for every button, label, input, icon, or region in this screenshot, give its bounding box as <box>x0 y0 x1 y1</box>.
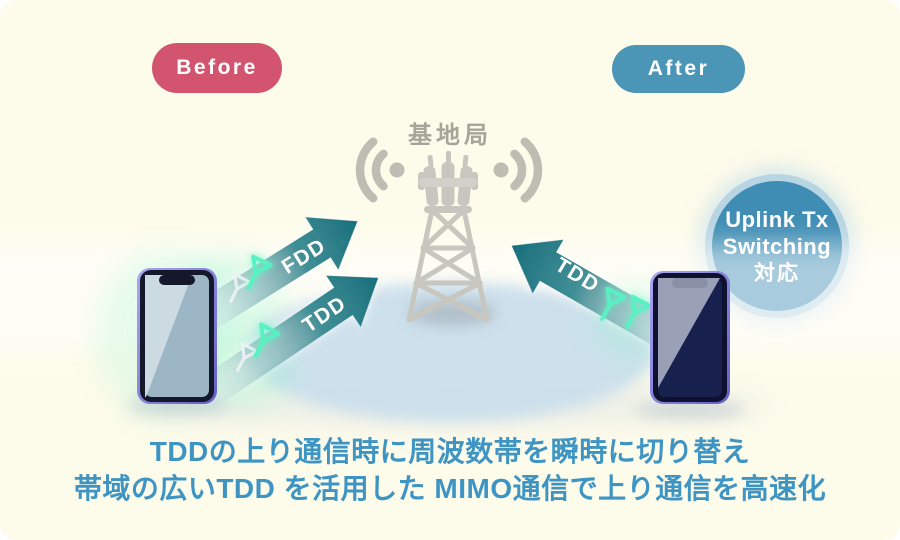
caption-line-1: TDDの上り通信時に周波数帯を瞬時に切り替え <box>149 436 751 467</box>
radio-wave-left-icon <box>355 137 405 203</box>
smartphone-left <box>137 268 217 404</box>
phone-notch <box>672 278 708 288</box>
smartphone-right <box>650 271 730 404</box>
base-station-tower <box>406 151 490 323</box>
caption-line-2: 帯域の広いTDD を活用した MIMO通信で上り通信を高速化 <box>73 473 827 504</box>
fdd-arrow: FDD <box>184 217 358 338</box>
base-station-label: 基地局 <box>408 122 492 149</box>
tower-band <box>419 178 477 187</box>
after-badge: After <box>612 45 745 93</box>
radio-wave-right-icon <box>493 137 543 203</box>
caption: TDDの上り通信時に周波数帯を瞬時に切り替え 帯域の広いTDD を活用した MI… <box>0 433 900 507</box>
uplink-badge-line1: Uplink Tx <box>725 206 829 232</box>
phone-shadow <box>635 401 745 419</box>
before-badge: Before <box>152 43 282 93</box>
phone-notch <box>159 275 195 285</box>
